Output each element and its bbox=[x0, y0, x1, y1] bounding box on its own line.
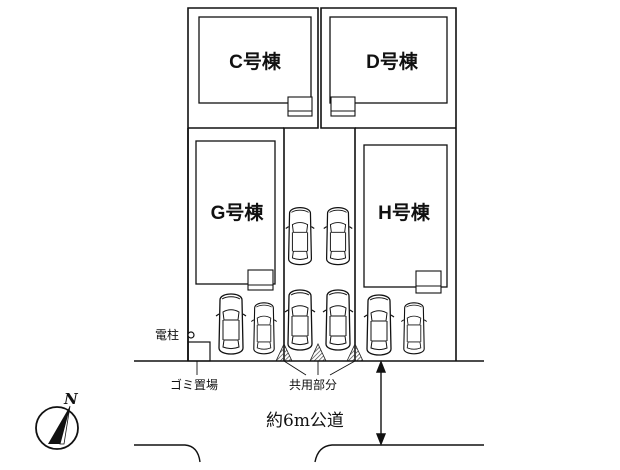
north-arrow-icon bbox=[35, 405, 79, 450]
common-area-label: 共用部分 bbox=[289, 377, 337, 392]
car bbox=[322, 289, 354, 351]
garbage-area bbox=[187, 341, 211, 362]
car bbox=[215, 293, 247, 355]
building-c-label: C号棟 bbox=[229, 50, 282, 73]
utility-pole-icon bbox=[187, 331, 195, 339]
entry-steps bbox=[247, 96, 442, 294]
building-h-footprint bbox=[363, 144, 448, 288]
building-h-label: H号棟 bbox=[378, 201, 431, 224]
building-d-label: D号棟 bbox=[366, 50, 419, 73]
building-g-footprint bbox=[195, 140, 276, 285]
car bbox=[284, 289, 316, 351]
car bbox=[250, 302, 278, 355]
car bbox=[323, 206, 353, 266]
north-label: N bbox=[63, 390, 79, 408]
lot-lines bbox=[187, 7, 457, 361]
road-edges bbox=[134, 360, 484, 463]
building-footprints bbox=[195, 16, 448, 288]
building-c-footprint bbox=[198, 16, 312, 104]
leader-lines bbox=[196, 360, 356, 376]
building-g-label: G号棟 bbox=[211, 201, 265, 224]
car bbox=[363, 294, 395, 356]
car bbox=[285, 206, 315, 266]
building-d-footprint bbox=[329, 16, 448, 104]
road-label: 約6m公道 bbox=[266, 411, 344, 431]
utility-pole-label: 電柱 bbox=[155, 327, 179, 342]
car bbox=[400, 302, 428, 355]
road-width-arrow bbox=[375, 360, 387, 446]
garbage-area-label: ゴミ置場 bbox=[170, 377, 218, 392]
